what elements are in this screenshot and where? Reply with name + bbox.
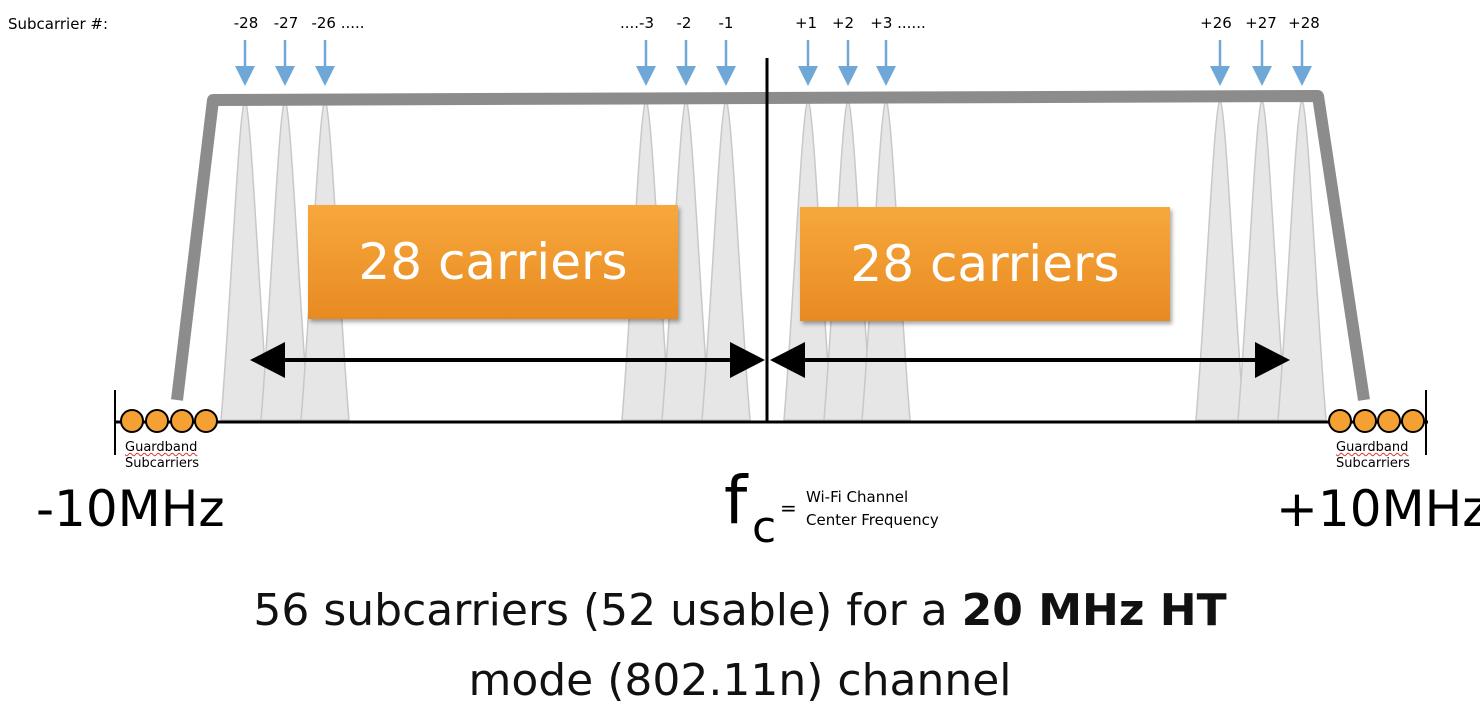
guardband-right-line1: Guardband xyxy=(1336,440,1409,455)
left-carriers-box: 28 carriers xyxy=(308,205,678,319)
subcarrier-label: +3 ...... xyxy=(870,14,926,32)
center-frequency-label: f c = Wi-Fi Channel Center Frequency xyxy=(724,462,984,553)
guardband-dot xyxy=(145,409,169,433)
guardband-dot xyxy=(194,409,218,433)
fc-desc-line2: Center Frequency xyxy=(806,511,939,529)
subcarrier-label: -28 xyxy=(233,14,259,32)
guardband-dot xyxy=(1401,409,1425,433)
guardband-dot xyxy=(120,409,144,433)
subcarrier-label: +26 xyxy=(1200,14,1232,32)
fc-desc-line1: Wi-Fi Channel xyxy=(806,488,909,506)
guardband-dot xyxy=(1328,409,1352,433)
right-span-arrowhead-right xyxy=(1255,342,1290,378)
subcarrier-label: +2 xyxy=(831,14,855,32)
guardband-dot xyxy=(170,409,194,433)
subcarrier-lobe xyxy=(220,99,270,421)
subcarrier-label: +28 xyxy=(1288,14,1320,32)
right-carriers-box: 28 carriers xyxy=(800,207,1170,321)
caption-line1: 56 subcarriers (52 usable) for a 20 MHz … xyxy=(0,585,1480,636)
subcarrier-lobe xyxy=(1195,99,1245,421)
subcarrier-label: -27 xyxy=(273,14,299,32)
guardband-right-line2: Subcarriers xyxy=(1336,456,1411,471)
subcarrier-header-label: Subcarrier #: xyxy=(8,15,109,33)
fc-equals: = xyxy=(780,496,797,520)
left-span-arrowhead-right xyxy=(730,342,765,378)
guardband-dot xyxy=(1377,409,1401,433)
subcarrier-lobe xyxy=(1277,99,1327,421)
subcarrier-lobes xyxy=(220,99,1327,421)
left-span-arrowhead-left xyxy=(250,342,285,378)
guardband-left-label: Guardband Subcarriers xyxy=(125,440,199,472)
caption-line1-bold: 20 MHz HT xyxy=(961,585,1227,636)
caption-line2: mode (802.11n) channel xyxy=(468,655,1012,706)
subcarrier-lobe xyxy=(701,99,751,421)
fc-subscript: c xyxy=(752,502,777,553)
subcarrier-label: ....-3 xyxy=(619,14,655,32)
left-frequency-label: -10MHz xyxy=(36,480,225,538)
right-span-arrowhead-left xyxy=(770,342,805,378)
guardband-left-line1: Guardband xyxy=(125,440,198,455)
guardband-left-line2: Subcarriers xyxy=(125,456,200,471)
subcarrier-label: +1 xyxy=(794,14,818,32)
subcarrier-arrows xyxy=(235,40,1312,86)
right-frequency-label: +10MHz xyxy=(1276,480,1480,538)
caption-line1-text: 56 subcarriers (52 usable) for a xyxy=(253,585,962,636)
subcarrier-label: +27 xyxy=(1245,14,1277,32)
fc-symbol: f xyxy=(724,462,748,539)
subcarrier-label: -26 ..... xyxy=(311,14,365,32)
guardband-dots xyxy=(120,409,1425,433)
subcarrier-label: -1 xyxy=(718,14,734,32)
subcarrier-label: -2 xyxy=(676,14,692,32)
guardband-dot xyxy=(1353,409,1377,433)
guardband-right-label: Guardband Subcarriers xyxy=(1336,440,1410,472)
